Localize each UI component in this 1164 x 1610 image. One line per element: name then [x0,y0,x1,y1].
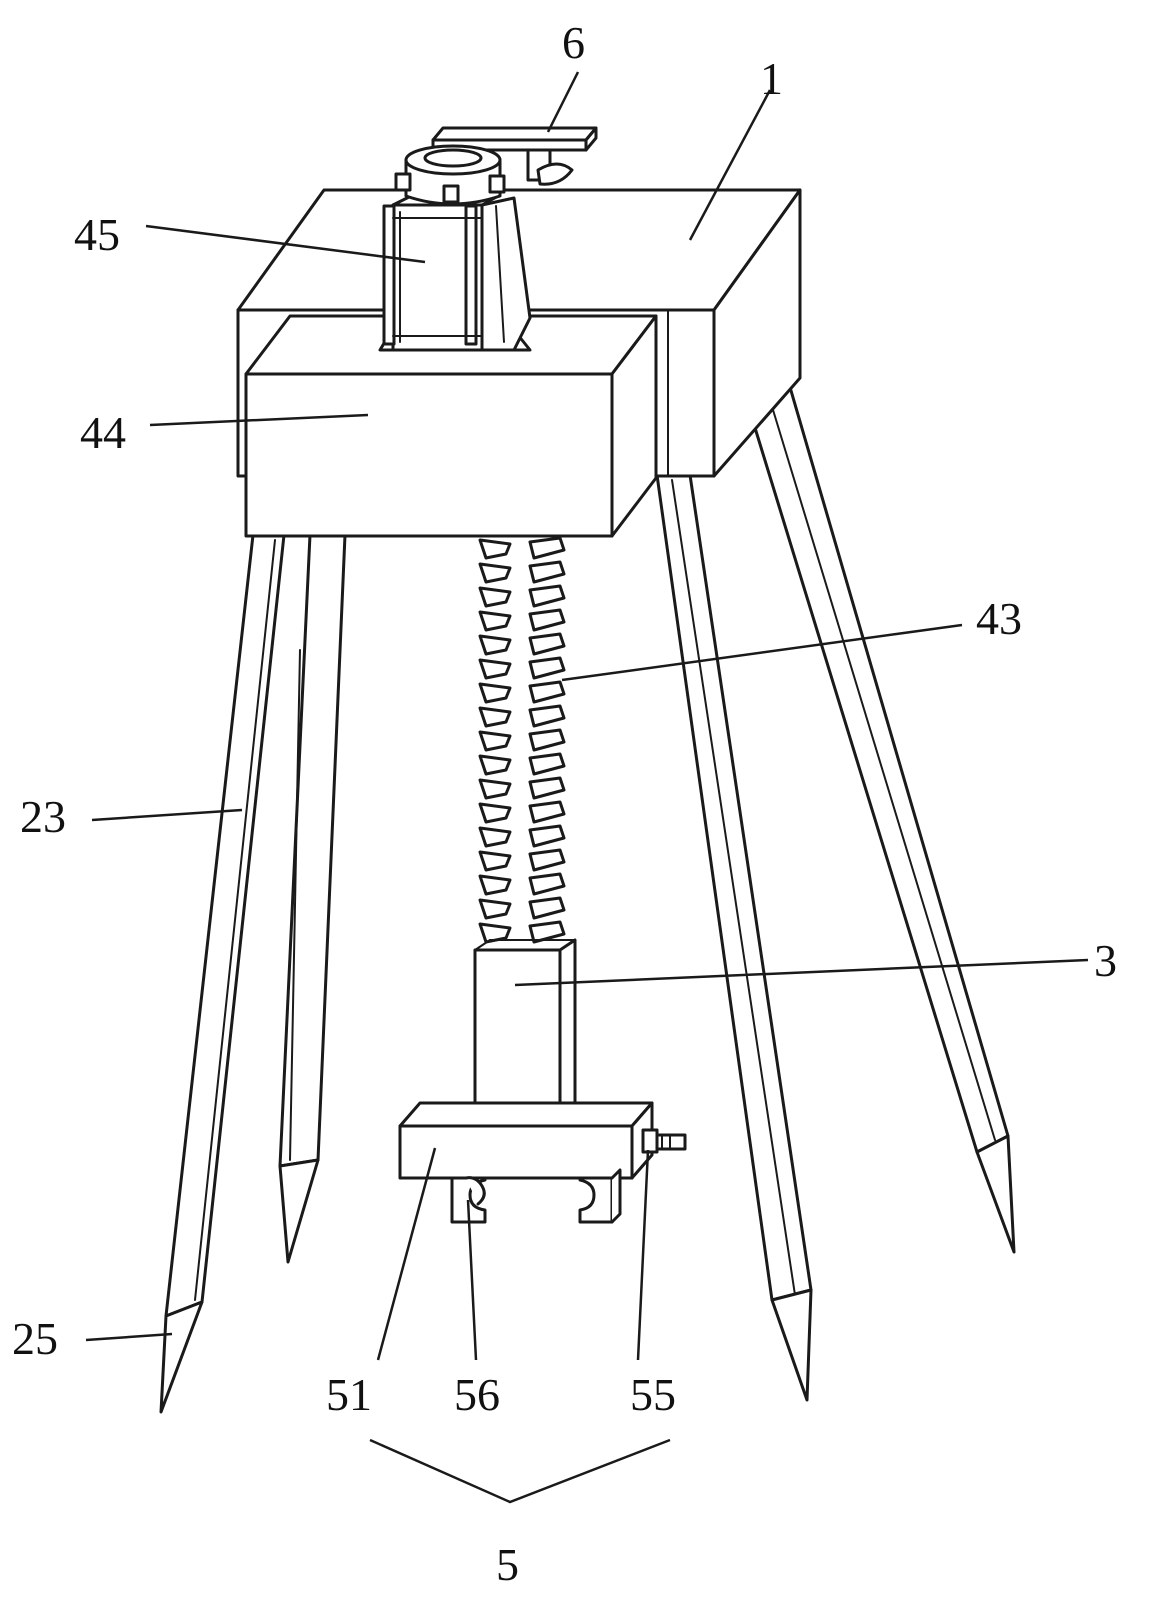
screw-thread-left [478,706,512,728]
screw-thread-right [528,608,566,632]
label-44: 44 [80,407,126,458]
screw-thread-right [528,728,566,752]
screw-thread-right [528,752,566,776]
screw-thread-left [478,610,512,632]
label-25: 25 [12,1313,58,1364]
label-5: 5 [496,1539,519,1590]
screw-thread-right [528,872,566,896]
gearbox [244,314,658,538]
label-55: 55 [630,1369,676,1420]
screw-thread-right [528,680,566,704]
screw-thread-right [528,920,566,944]
label-51: 51 [326,1369,372,1420]
leg-front-right [655,473,813,1402]
clamp-bolt [641,1128,687,1154]
leader-lines [85,71,1089,1504]
motor [378,193,532,352]
screw-thread-left [478,538,512,560]
label-43: 43 [976,593,1022,644]
leg-front-left [159,533,286,1414]
label-45: 45 [74,209,120,260]
leg-back-right [746,368,1016,1254]
screw-thread-right [528,896,566,920]
screw-thread-right [528,536,566,560]
screw-thread-right [528,632,566,656]
screw-thread-right [528,824,566,848]
slide-column [473,938,577,1120]
screw-thread-left [478,586,512,608]
leg-back-left [278,533,347,1264]
screw-thread-left [478,682,512,704]
screw-thread-left [478,802,512,824]
label-23: 23 [20,791,66,842]
screw-thread-left [478,730,512,752]
screw-thread-left [478,922,512,944]
screw-thread-left [478,898,512,920]
screw-thread-right [528,704,566,728]
label-56: 56 [454,1369,500,1420]
label-1: 1 [760,53,783,104]
screw-thread-left [478,562,512,584]
label-6: 6 [562,17,585,68]
motor-cap [394,144,506,206]
screw-thread-right [528,656,566,680]
screw-thread-left [478,778,512,800]
clamp-jaw-right [578,1168,622,1224]
screw-thread-left [478,634,512,656]
screw-thread-left [478,658,512,680]
screw-rod [478,536,566,944]
label-3: 3 [1094,935,1117,986]
screw-thread-left [478,754,512,776]
screw-thread-right [528,776,566,800]
clamp-block [398,1101,654,1180]
screw-thread-left [478,850,512,872]
screw-thread-right [528,560,566,584]
screw-thread-left [478,826,512,848]
screw-thread-right [528,584,566,608]
screw-thread-left [478,874,512,896]
screw-thread-right [528,848,566,872]
screw-thread-right [528,800,566,824]
clamp-jaw-left [450,1176,487,1224]
